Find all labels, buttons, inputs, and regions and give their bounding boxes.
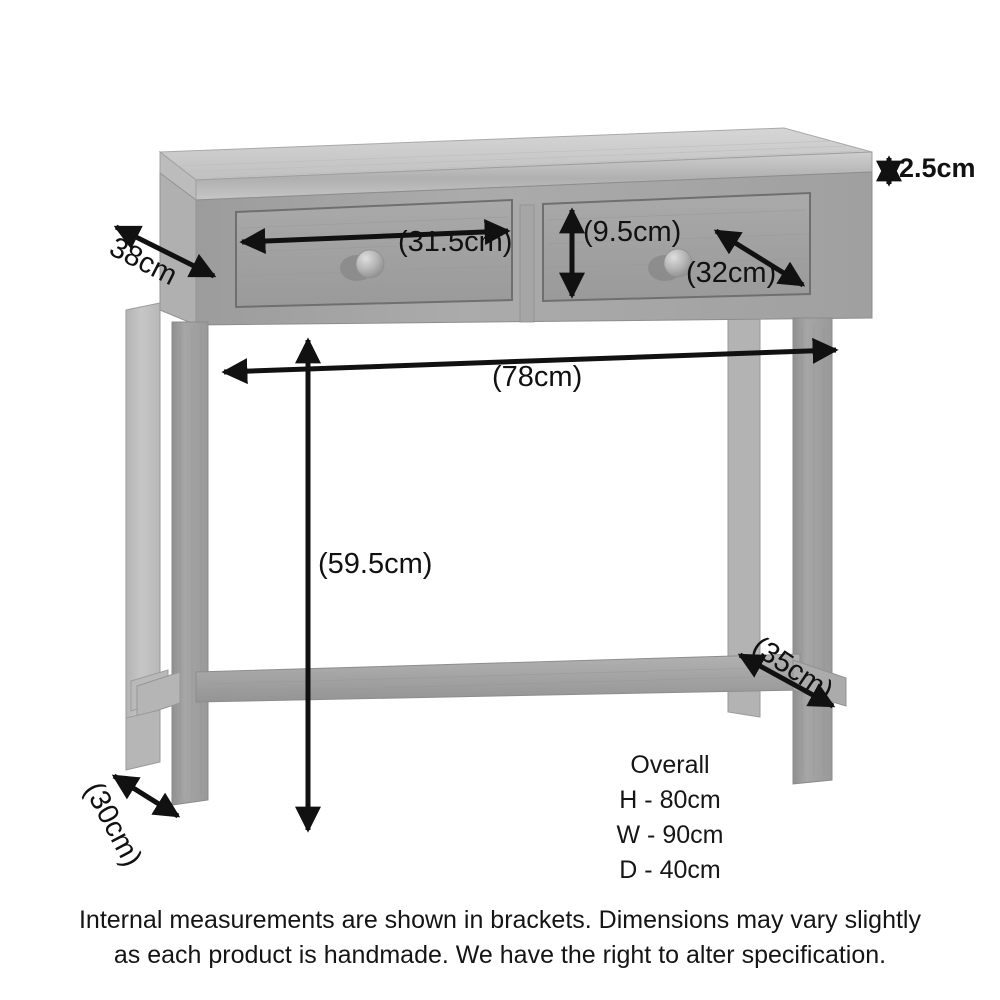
dim-arrow-side-depth	[113, 224, 217, 279]
back-left-foot	[125, 709, 161, 771]
overall-height: H - 80cm	[619, 786, 721, 814]
dim-arrow-foot-depth	[111, 773, 181, 819]
overall-depth: D - 40cm	[619, 856, 721, 884]
dimension-label-drawer-height: (9.5cm)	[583, 216, 682, 248]
front-right-leg	[792, 317, 833, 785]
disclaimer-note: Internal measurements are shown in brack…	[50, 903, 950, 973]
overall-heading: Overall	[630, 751, 710, 779]
dim-arrow-drawer-depth	[713, 228, 806, 288]
disclaimer-line-2: as each product is handmade. We have the…	[113, 941, 887, 969]
front-stretcher	[195, 653, 801, 703]
dim-arrow-inner-width	[221, 337, 839, 385]
dimension-label-leg-clearance: (59.5cm)	[318, 548, 433, 580]
overall-dimensions-block: Overall H - 80cm W - 90cm D - 40cm	[560, 748, 780, 888]
dimension-label-inner-width: (78cm)	[492, 361, 583, 393]
dim-arrow-drawer-width	[239, 218, 511, 255]
drawer-knob-right	[663, 248, 693, 278]
dimension-label-top-thickness: 2.5cm	[899, 153, 976, 183]
drawer-knob-left	[355, 249, 385, 279]
table-top	[158, 127, 873, 201]
dim-arrow-shelf-depth	[737, 652, 836, 709]
front-left-leg	[171, 321, 209, 806]
disclaimer-line-1: Internal measurements are shown in brack…	[78, 906, 921, 934]
overall-width: W - 90cm	[616, 821, 724, 849]
dimension-label-drawer-width: (31.5cm)	[398, 226, 513, 258]
dimension-label-drawer-depth: (32cm)	[686, 257, 777, 289]
left-side-stretcher	[136, 671, 181, 718]
